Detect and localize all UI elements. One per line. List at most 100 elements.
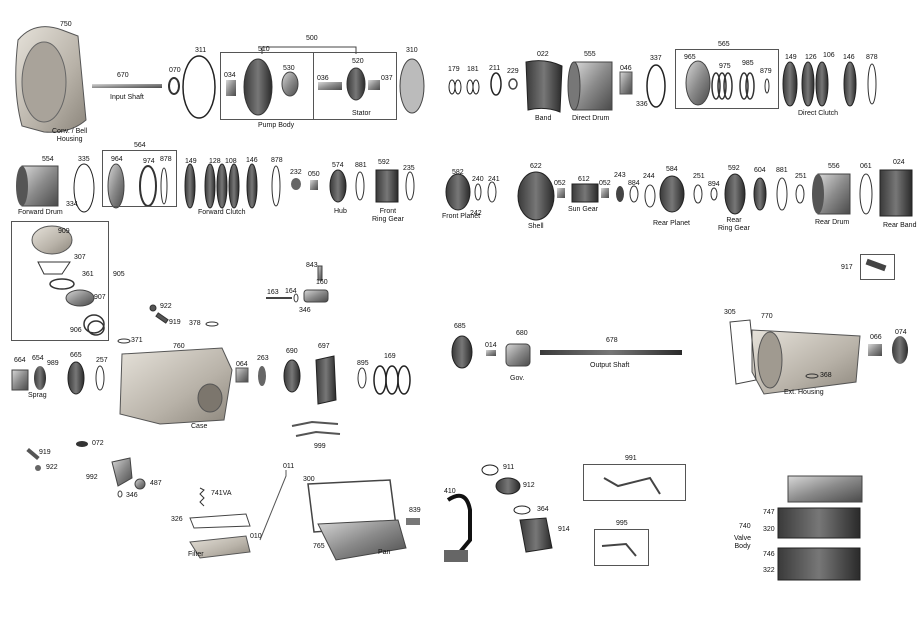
seals-985 bbox=[739, 72, 755, 100]
part-label-229: 229 bbox=[507, 68, 519, 75]
part-label-334: 334 bbox=[66, 201, 78, 208]
part-label-263: 263 bbox=[257, 355, 269, 362]
part-685-illustration bbox=[451, 335, 473, 369]
part-label-181: 181 bbox=[467, 66, 479, 73]
part-label-554: 554 bbox=[42, 156, 54, 163]
part-label-881-right: 881 bbox=[776, 167, 788, 174]
ring-263 bbox=[258, 366, 266, 386]
part-label-410: 410 bbox=[444, 488, 456, 495]
caption-filter: Filter bbox=[188, 551, 204, 558]
part-label-244: 244 bbox=[643, 173, 655, 180]
rings-179-181 bbox=[448, 79, 480, 95]
caption-case: Case bbox=[191, 423, 208, 430]
caption-direct-clutch: Direct Clutch bbox=[798, 110, 839, 117]
filter-illustration bbox=[189, 535, 251, 559]
caption-stator: Stator bbox=[352, 110, 371, 117]
bushing-066 bbox=[868, 344, 882, 356]
part-label-326: 326 bbox=[171, 516, 183, 523]
part-label-654: 654 bbox=[32, 355, 44, 362]
part-label-300: 300 bbox=[303, 476, 315, 483]
part-label-310: 310 bbox=[406, 47, 418, 54]
part-label-770: 770 bbox=[761, 313, 773, 320]
linkage-991 bbox=[603, 476, 661, 495]
bushing-046 bbox=[619, 71, 633, 95]
part-label-911: 911 bbox=[503, 464, 515, 471]
part-label-251-right: 251 bbox=[795, 173, 807, 180]
piston-965 bbox=[685, 60, 711, 106]
part-label-179: 179 bbox=[448, 66, 460, 73]
part-label-750: 750 bbox=[60, 21, 72, 28]
part-label-881-top: 881 bbox=[355, 162, 367, 169]
part-label-160: 160 bbox=[316, 279, 328, 286]
governor-illustration bbox=[505, 343, 531, 367]
seal-072 bbox=[76, 441, 88, 447]
part-label-064: 064 bbox=[236, 361, 248, 368]
bell-housing-illustration bbox=[15, 26, 87, 133]
part-label-305: 305 bbox=[724, 309, 736, 316]
washer-232 bbox=[291, 178, 301, 190]
servo-assembly-illustration bbox=[31, 225, 105, 336]
sprag-illustration bbox=[11, 366, 46, 391]
rear-ring-gear-illustration bbox=[724, 173, 746, 215]
part-label-126: 126 bbox=[805, 54, 817, 61]
ring-895 bbox=[357, 367, 367, 389]
part-label-564: 564 bbox=[134, 142, 146, 149]
part-label-108: 108 bbox=[225, 158, 237, 165]
part-label-520: 520 bbox=[352, 58, 364, 65]
stator-group-box bbox=[313, 52, 397, 120]
pan-illustration bbox=[317, 519, 407, 561]
bracket-500 bbox=[261, 46, 357, 54]
part-label-582: 582 bbox=[452, 169, 464, 176]
part-label-050: 050 bbox=[308, 171, 320, 178]
seal-rings-169 bbox=[373, 365, 411, 395]
ring-879 bbox=[764, 78, 770, 94]
band-illustration bbox=[525, 60, 563, 113]
part-label-879: 879 bbox=[760, 68, 772, 75]
washer-229 bbox=[508, 78, 518, 90]
part-label-964: 964 bbox=[111, 156, 123, 163]
part-label-074: 074 bbox=[895, 329, 907, 336]
part-label-878-left: 878 bbox=[160, 156, 172, 163]
part-label-664: 664 bbox=[14, 357, 26, 364]
part-label-011: 011 bbox=[283, 463, 295, 470]
part-label-584: 584 bbox=[666, 166, 678, 173]
snap-ring-878-mid bbox=[271, 165, 281, 207]
bushing-064 bbox=[235, 367, 249, 383]
seal-371 bbox=[117, 338, 131, 344]
bushing-052-right bbox=[601, 188, 609, 198]
harness-connector bbox=[444, 550, 468, 562]
part-label-985: 985 bbox=[742, 60, 754, 67]
caption-rear-planet: Rear Planet bbox=[653, 220, 690, 227]
piston-964 bbox=[107, 163, 125, 209]
part-label-989: 989 bbox=[47, 360, 59, 367]
part-label-746: 746 bbox=[763, 551, 775, 558]
part-label-346-lower: 346 bbox=[126, 492, 138, 499]
gear-604 bbox=[753, 177, 767, 211]
parts-911-912-364-914 bbox=[481, 464, 553, 553]
caption-sun-gear: Sun Gear bbox=[568, 206, 598, 213]
part-label-574: 574 bbox=[332, 162, 344, 169]
direct-clutch-pack bbox=[782, 61, 857, 107]
gasket-305 bbox=[729, 319, 757, 385]
part-label-995: 995 bbox=[616, 520, 628, 527]
caption-shell: Shell bbox=[528, 223, 544, 230]
part-label-251-left: 251 bbox=[693, 173, 705, 180]
sun-gear-illustration bbox=[571, 183, 599, 203]
part-label-839: 839 bbox=[409, 507, 421, 514]
part-label-235: 235 bbox=[403, 165, 415, 172]
bushing-052-left bbox=[557, 188, 565, 198]
rear-drum-illustration bbox=[812, 173, 851, 215]
part-label-024: 024 bbox=[893, 159, 905, 166]
ring-368 bbox=[805, 373, 819, 379]
part-label-240: 240 bbox=[472, 176, 484, 183]
forward-clutch-pack bbox=[184, 163, 258, 209]
caption-forward-drum: Forward Drum bbox=[18, 209, 63, 216]
front-ring-gear-illustration bbox=[375, 169, 399, 203]
washer-922-lower bbox=[35, 465, 41, 471]
ring-881-right bbox=[776, 177, 788, 211]
rear-planet-illustration bbox=[659, 175, 685, 213]
washer-251-left bbox=[693, 184, 703, 204]
caption-sprag: Sprag bbox=[28, 392, 47, 399]
front-planet-illustration bbox=[445, 173, 471, 211]
